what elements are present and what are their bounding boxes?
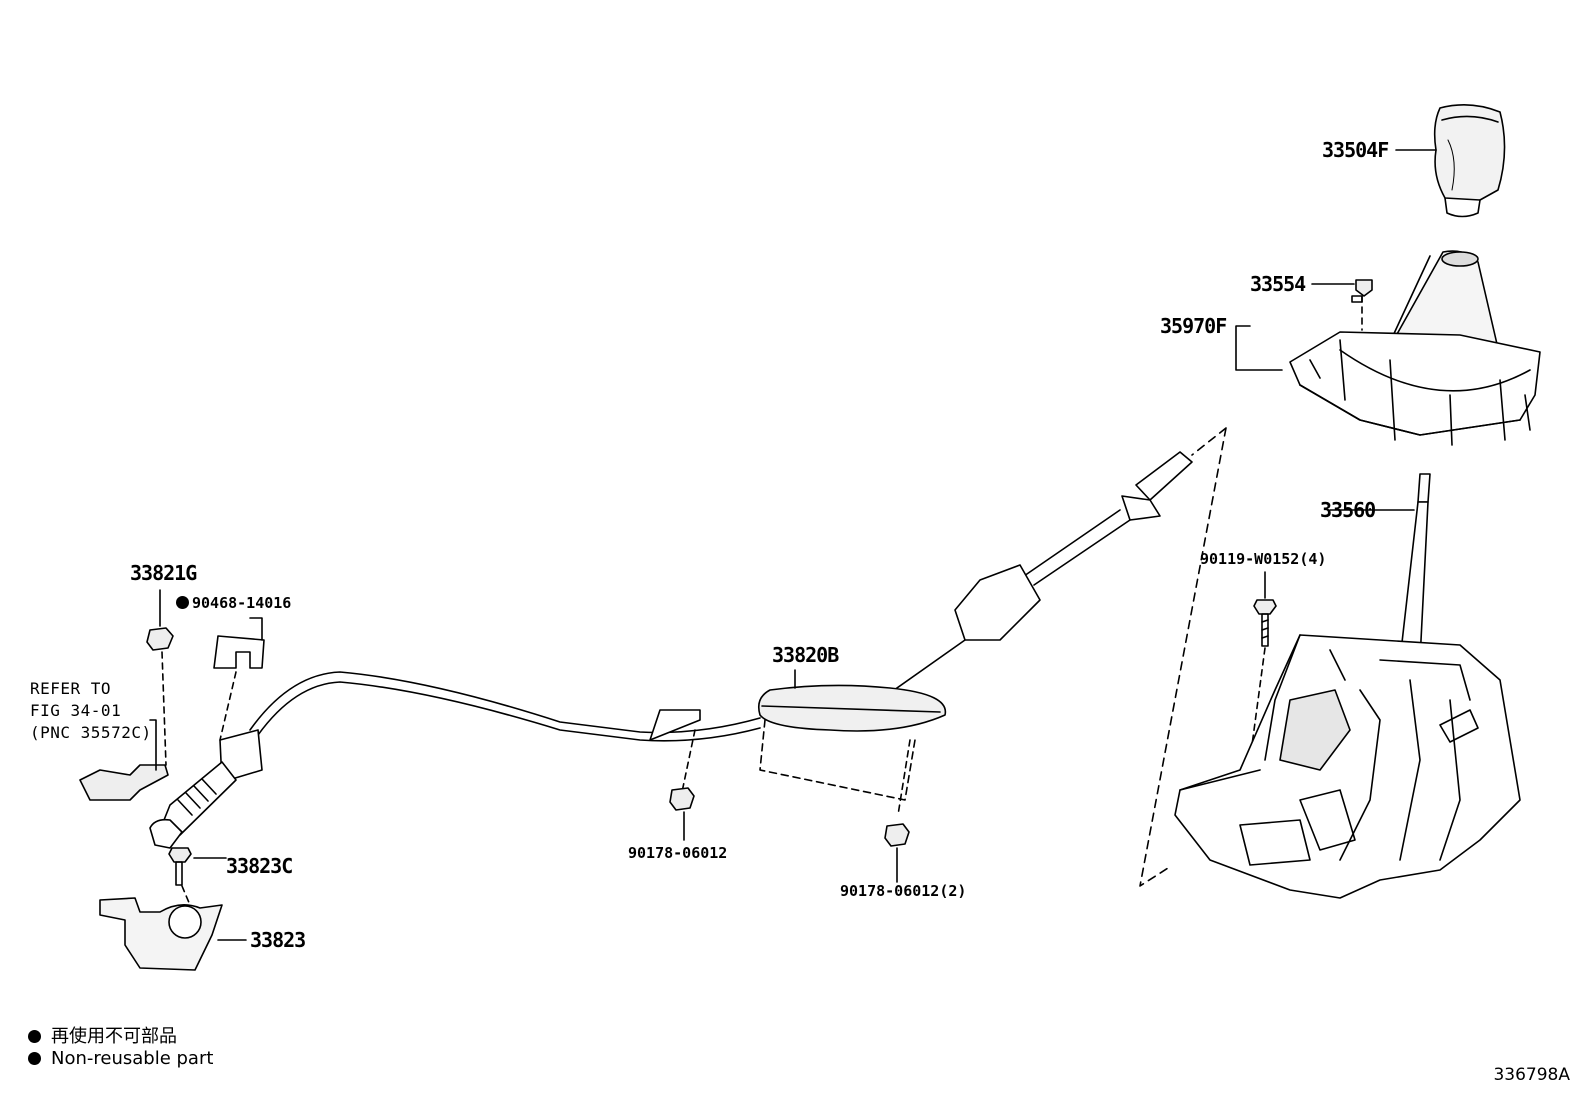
legend-english: Non-reusable part: [28, 1048, 213, 1069]
label-33823: 33823: [250, 928, 306, 952]
bolt-33823c: [168, 847, 192, 886]
label-33560: 33560: [1320, 498, 1376, 522]
shift-lever-assembly: [1174, 473, 1521, 899]
clip-33554: [1355, 279, 1373, 297]
label-90468: 90468-14016: [176, 596, 291, 611]
bracket-35572c: [79, 764, 169, 801]
nut-33821g: [146, 627, 174, 651]
nut-90178b: [884, 823, 910, 847]
dash-90178a: [681, 729, 696, 793]
label-90178b: 90178-06012(2): [840, 882, 967, 900]
legend-english-text: Non-reusable part: [51, 1048, 214, 1069]
label-90178a: 90178-06012: [628, 844, 728, 862]
label-33823c: 33823C: [226, 854, 293, 878]
refer-line-1: REFER TO: [30, 679, 112, 698]
legend-dot-icon: [28, 1030, 41, 1043]
label-33820b: 33820B: [772, 643, 839, 667]
non-reusable-dot-icon: [176, 596, 189, 609]
label-33554: 33554: [1250, 272, 1306, 296]
shift-cable: [149, 451, 1193, 849]
clip-90468: [213, 635, 265, 669]
dash-90178b: [897, 739, 911, 816]
legend-dot-icon: [28, 1052, 41, 1065]
dash-90468: [219, 671, 237, 741]
leader-35970f: [1235, 325, 1283, 371]
leader-90468: [249, 617, 263, 641]
label-33821g: 33821G: [130, 561, 197, 585]
label-90468-text: 90468-14016: [192, 594, 292, 612]
bracket-33823: [99, 897, 223, 971]
dash-33823c: [181, 885, 191, 906]
refer-line-2: FIG 34-01: [30, 701, 122, 720]
dash-bracket: [1139, 427, 1227, 887]
shift-boot-assembly: [1289, 250, 1541, 446]
label-35970f: 35970F: [1160, 314, 1227, 338]
nut-90178a: [669, 787, 695, 811]
dash-90119: [1251, 647, 1266, 746]
refer-line-3: (PNC 35572C): [30, 723, 152, 742]
label-33504f: 33504F: [1322, 138, 1389, 162]
refer-note: REFER TO FIG 34-01 (PNC 35572C): [30, 678, 152, 744]
leader-refer: [149, 719, 157, 771]
figure-code: 336798A: [1493, 1065, 1570, 1085]
label-90119: 90119-W0152(4): [1200, 550, 1327, 568]
bolt-90119: [1253, 599, 1277, 647]
legend-japanese-text: 再使用不可部品: [51, 1026, 177, 1047]
shift-knob: [1433, 104, 1506, 218]
dash-33821g: [161, 651, 167, 766]
legend-japanese: 再使用不可部品: [28, 1022, 177, 1048]
